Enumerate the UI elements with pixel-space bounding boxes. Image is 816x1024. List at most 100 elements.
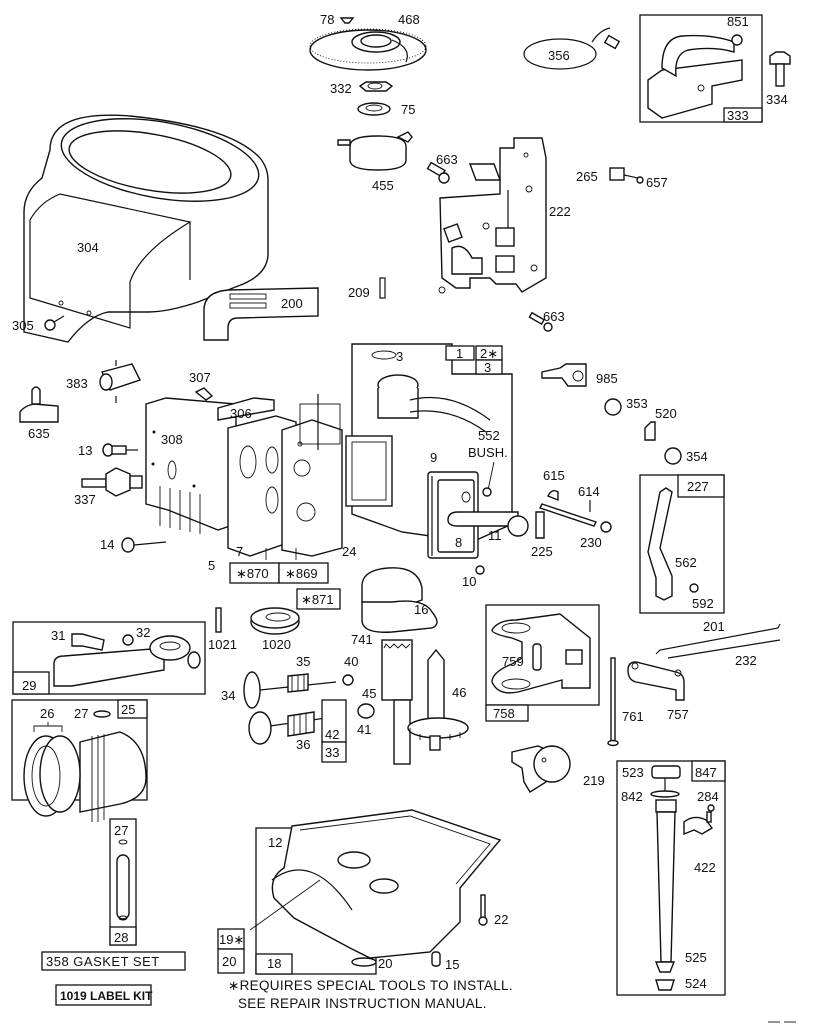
part-breather-assembly [427,471,529,575]
label-455: 455 [372,178,394,193]
part-230-washer [600,521,612,533]
part-305-screw [44,315,65,331]
label-27-top: 27 [74,706,88,721]
part-18-sump-box [249,809,502,975]
label-12: 12 [268,835,282,850]
label-333: 333 [727,108,749,123]
part-225-governor-shaft [535,503,597,539]
label-25: 25 [121,702,135,717]
label-19: 19∗ [219,932,244,947]
part-383-fitting [99,360,141,403]
part-15-plug [431,951,441,967]
label-18: 18 [267,956,281,971]
part-468-rotating-screen [309,28,427,71]
label-26: 26 [40,706,54,721]
label-78: 78 [320,12,334,27]
label-42: 42 [325,727,339,742]
part-36-intake-valve [248,711,341,745]
part-25-piston-box [11,699,148,822]
label-33: 33 [325,745,339,760]
label-3-top: 3 [396,349,403,364]
footnote-line-1: ∗REQUIRES SPECIAL TOOLS TO INSTALL. [228,978,513,993]
label-34: 34 [221,688,235,703]
part-16-crankshaft [361,567,438,765]
label-759: 759 [502,654,524,669]
label-592: 592 [692,596,714,611]
part-201-link [655,623,781,655]
label-24: 24 [342,544,356,559]
label-2: 2∗ [480,346,498,361]
label-28: 28 [114,930,128,945]
part-22-bolt [478,894,488,926]
label-36: 36 [296,737,310,752]
part-337-spark-plug [81,467,143,497]
label-354: 354 [686,449,708,464]
label-663-bottom: 663 [543,309,565,324]
label-200: 200 [281,296,303,311]
label-523: 523 [622,765,644,780]
gasket-set-label: 358 GASKET SET [46,954,160,969]
callout-box-871 [296,588,341,610]
label-75: 75 [401,102,415,117]
part-552-bushing [482,487,492,497]
label-15: 15 [445,957,459,972]
part-356-ground-wire [523,27,621,70]
label-1: 1 [456,346,463,361]
part-46-camshaft [407,648,469,751]
part-75-washer [357,102,391,116]
label-1021: 1021 [208,637,237,652]
label-kit-label: 1019 LABEL KIT [60,989,153,1003]
label-27-bottom: 27 [114,823,128,838]
part-520-link [644,421,656,441]
part-1020-ring [250,607,300,635]
label-40: 40 [344,654,358,669]
part-615-clip [547,489,559,502]
label-468: 468 [398,12,420,27]
label-615: 615 [543,468,565,483]
part-334-bolt [769,51,791,87]
label-222: 222 [549,204,571,219]
part-78-screw [339,17,355,24]
label-bush: BUSH. [468,445,508,460]
label-985: 985 [596,371,618,386]
part-13-plug [102,443,138,457]
label-869: ∗869 [285,566,318,581]
label-332: 332 [330,81,352,96]
label-41: 41 [357,722,371,737]
label-422: 422 [694,860,716,875]
label-14: 14 [100,537,114,552]
label-871: ∗871 [301,592,334,607]
part-761-pushrod [607,657,619,747]
leader-bush [487,461,495,491]
label-334: 334 [766,92,788,107]
label-5: 5 [208,558,215,573]
label-20-box: 20 [222,954,236,969]
part-265-clamp [609,167,644,184]
label-32: 32 [136,625,150,640]
label-851: 851 [727,14,749,29]
label-219: 219 [583,773,605,788]
part-cylinder-block [145,343,513,557]
label-45: 45 [362,686,376,701]
part-200-baffle [203,287,319,341]
part-847-dipstick-box [616,760,726,996]
part-41-spring-cap [357,703,375,719]
label-kit-box [55,984,152,1006]
label-10: 10 [462,574,476,589]
label-265: 265 [576,169,598,184]
label-29: 29 [22,678,36,693]
footnote-line-2: SEE REPAIR INSTRUCTION MANUAL. [238,996,487,1011]
label-31: 31 [51,628,65,643]
label-337: 337 [74,492,96,507]
label-758: 758 [493,706,515,721]
label-16: 16 [414,602,428,617]
label-847: 847 [695,765,717,780]
label-741: 741 [351,632,373,647]
part-758-bracket-box [485,604,600,722]
gasket-set-box [41,951,186,971]
label-306: 306 [230,406,252,421]
part-757-rocker-arm [627,661,685,701]
part-663-screw-bottom [528,311,553,332]
label-870: ∗870 [236,566,269,581]
